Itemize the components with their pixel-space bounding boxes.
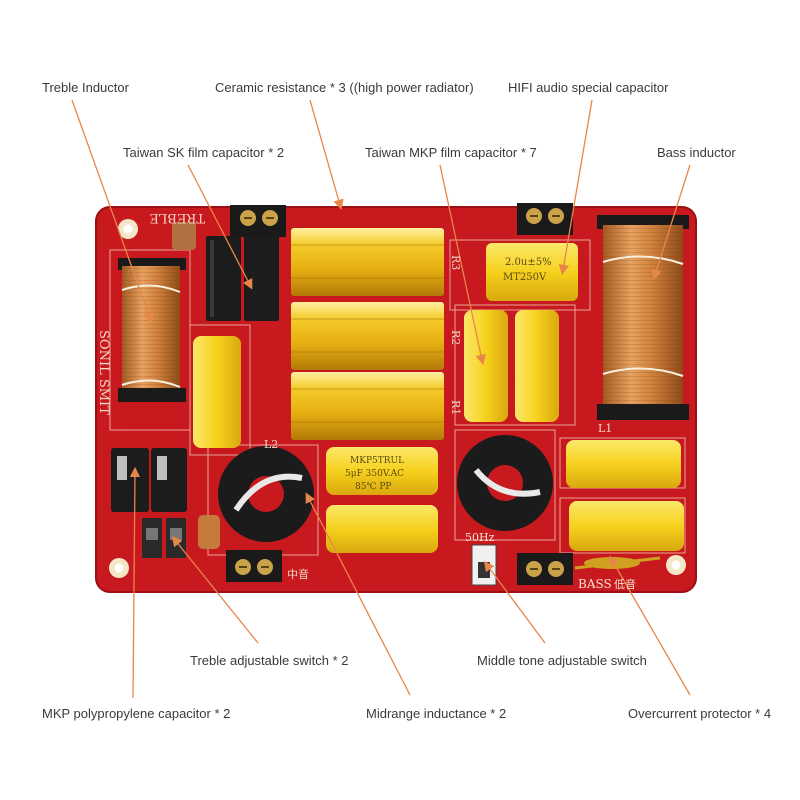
hifi-cap-text-2: MT250V: [503, 272, 547, 283]
bass-silk: BASS: [578, 577, 612, 591]
middle-switch: [471, 544, 497, 586]
midrange-inductors: [218, 435, 553, 542]
treble-silk: TREBLE: [149, 210, 205, 225]
cap-temp-text: 85℃ PP: [355, 482, 392, 492]
sk-film-capacitors: [206, 236, 279, 321]
hz-silk: 50Hz: [465, 531, 495, 544]
bass-chinese: 低音: [614, 577, 636, 591]
mkp-polypropylene-capacitors: [111, 448, 187, 512]
label-treble-inductor: Treble Inductor: [42, 80, 129, 95]
l2-silk: L2: [264, 438, 278, 451]
label-mkp-film-capacitor: Taiwan MKP film capacitor * 7: [365, 145, 537, 160]
treble-inductor: [118, 258, 186, 402]
small-resistor: [172, 222, 196, 250]
label-sk-film-capacitor: Taiwan SK film capacitor * 2: [123, 145, 285, 160]
label-hifi-capacitor: HIFI audio special capacitor: [508, 80, 669, 95]
cap-value-text: 5μF 350V.AC: [345, 469, 404, 479]
hifi-cap-text-1: 2.0u±5%: [505, 257, 552, 268]
terminal-block-bass: [517, 553, 573, 585]
mkp-capacitors-vertical: [193, 310, 559, 448]
mid-chinese: 中音: [287, 567, 309, 581]
r3-silk: R3: [449, 255, 462, 270]
cap-brand-text: MKP5TRUL: [350, 456, 404, 466]
terminal-block-bass-top: [517, 203, 573, 235]
hifi-capacitor: [486, 243, 578, 301]
label-treble-switch: Treble adjustable switch * 2: [190, 653, 349, 668]
terminal-block-mid: [226, 550, 282, 582]
mkp-capacitors-horizontal: [326, 440, 684, 553]
label-midrange-inductance: Midrange inductance * 2: [366, 706, 507, 721]
bass-inductor: [597, 215, 689, 420]
r1-silk: R1: [449, 400, 462, 415]
label-mkp-pp-capacitor: MKP polypropylene capacitor * 2: [42, 706, 231, 721]
annotation-arrows: [71, 99, 691, 699]
terminal-block-treble: [230, 205, 286, 237]
left-vertical-silk: SONIL SMIT: [96, 330, 111, 415]
ceramic-resistors: [291, 228, 444, 440]
l1-silk: L1: [598, 422, 612, 435]
label-bass-inductor: Bass inductor: [657, 145, 736, 160]
r2-silk: R2: [449, 330, 462, 345]
label-ceramic-resistance: Ceramic resistance * 3 ((high power radi…: [215, 80, 474, 95]
label-overcurrent-protector: Overcurrent protector * 4: [628, 706, 772, 721]
label-middle-switch: Middle tone adjustable switch: [477, 653, 647, 668]
